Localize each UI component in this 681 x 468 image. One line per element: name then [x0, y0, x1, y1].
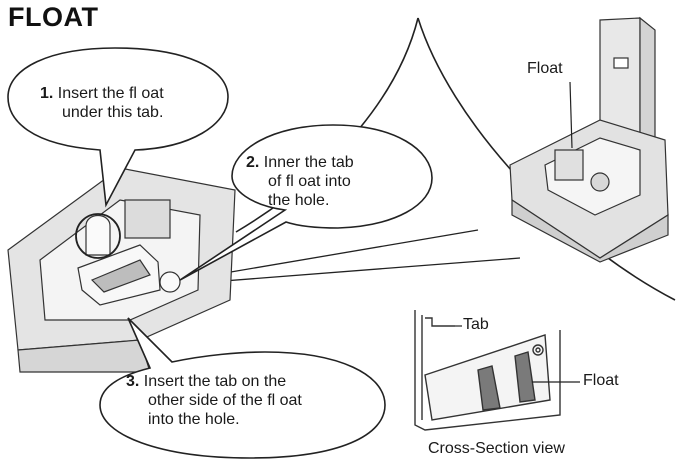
tab-label: Tab [463, 316, 489, 333]
bubble-1-shape [7, 47, 229, 208]
bubble-3-shape [99, 317, 386, 459]
callout-3: 3. Insert the tab on the other side of t… [126, 372, 376, 429]
zoomed-unit [509, 16, 669, 263]
callout-3-line1: 3. Insert the tab on the [126, 373, 287, 390]
cross-section [414, 310, 561, 431]
callout-3-number: 3. [126, 373, 140, 390]
callout-2-line2: of fl oat into [268, 173, 351, 190]
tab-highlight-circle [75, 213, 121, 259]
cross-section-caption: Cross-Section view [428, 440, 565, 457]
callout-2-line3: the hole. [268, 192, 330, 209]
callout-1-number: 1. [40, 85, 54, 102]
callout-3-line2: other side of the fl oat [148, 392, 302, 409]
bubble-2-shape [179, 124, 433, 281]
callout-2-line1: 2. Inner the tab [246, 154, 354, 171]
float-section-label: Float [583, 372, 619, 389]
callout-1-line2: under this tab. [62, 104, 164, 121]
callout-2-number: 2. [246, 154, 260, 171]
main-unit [7, 167, 236, 373]
callout-2: 2. Inner the tab of fl oat into the hole… [246, 153, 426, 210]
float-top-label: Float [527, 60, 563, 77]
callout-bubbles [7, 47, 433, 459]
callout-1-line1: 1. Insert the fl oat [40, 85, 164, 102]
callout-1: 1. Insert the fl oat under this tab. [40, 84, 220, 122]
page-title: FLOAT [8, 2, 99, 32]
callout-3-line3: into the hole. [148, 411, 240, 428]
float-top-pointer [569, 81, 573, 149]
